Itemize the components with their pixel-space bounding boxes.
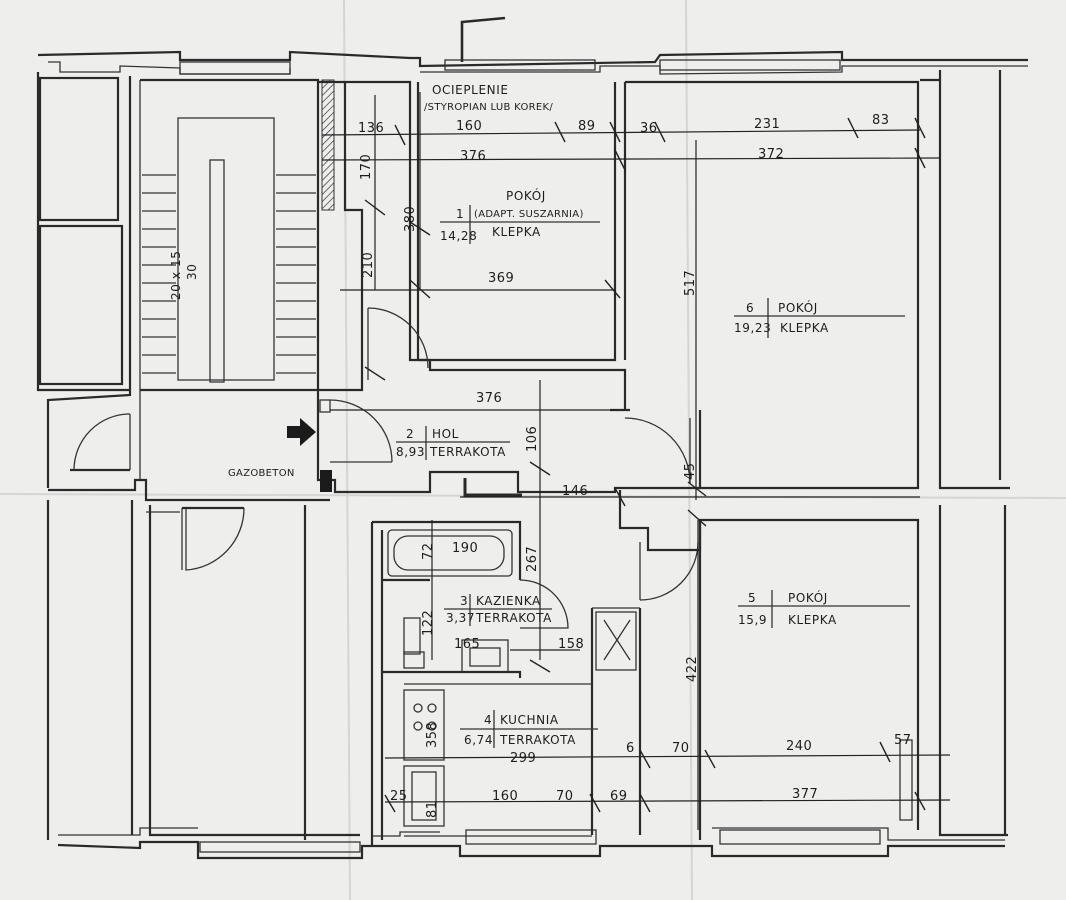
entrance-arrow (287, 418, 316, 446)
svg-text:KAZIENKA: KAZIENKA (476, 594, 541, 608)
svg-text:160: 160 (492, 789, 518, 804)
svg-text:231: 231 (754, 117, 780, 132)
plan-notes: OCIEPLENIE /STYROPIAN LUB KOREK/ GAZOBET… (169, 16, 553, 479)
svg-text:358: 358 (425, 722, 440, 748)
room-1-walls (318, 79, 627, 410)
svg-text:170: 170 (359, 154, 374, 180)
svg-text:377: 377 (792, 787, 818, 802)
svg-text:165: 165 (454, 637, 480, 652)
bathroom-walls (370, 520, 569, 845)
svg-text:15,9: 15,9 (738, 613, 767, 627)
svg-text:70: 70 (556, 789, 574, 804)
svg-text:106: 106 (525, 426, 540, 452)
room-3-label: 3 KAZIENKA 3,37 TERRAKOTA (444, 594, 552, 626)
svg-text:5: 5 (748, 591, 756, 605)
svg-text:2: 2 (406, 427, 414, 441)
svg-text:369: 369 (488, 271, 514, 286)
svg-text:146: 146 (562, 484, 588, 499)
room-5-walls (618, 490, 1008, 840)
svg-text:72: 72 (421, 542, 436, 560)
room-2-label: 2 HOL 8,93 TERRAKOTA (396, 426, 510, 460)
svg-text:TERRAKOTA: TERRAKOTA (499, 733, 576, 747)
svg-text:299: 299 (510, 751, 536, 766)
svg-text:83: 83 (872, 113, 890, 128)
svg-text:122: 122 (421, 610, 436, 636)
svg-text:6,74: 6,74 (464, 733, 493, 747)
neighbour-left-block (36, 72, 360, 840)
gazobeton-label: GAZOBETON (228, 468, 295, 479)
dimension-values: 136 160 89 36 231 83 376 372 170 380 210… (358, 113, 912, 818)
svg-text:19,23: 19,23 (734, 321, 771, 335)
svg-text:240: 240 (786, 739, 812, 754)
svg-text:70: 70 (672, 741, 690, 756)
svg-text:45: 45 (683, 462, 698, 480)
svg-text:6: 6 (626, 741, 635, 756)
svg-text:14,28: 14,28 (440, 229, 477, 243)
stair-dims-label: 20 x 15 (169, 251, 183, 300)
svg-text:267: 267 (525, 546, 540, 572)
hall-walls (287, 399, 700, 497)
svg-text:136: 136 (358, 121, 384, 136)
svg-text:6: 6 (746, 301, 754, 315)
svg-text:(ADAPT. SUSZARNIA): (ADAPT. SUSZARNIA) (474, 209, 584, 220)
entrance-door (70, 413, 131, 472)
svg-text:KUCHNIA: KUCHNIA (500, 713, 559, 727)
insulation-material-label: /STYROPIAN LUB KOREK/ (424, 102, 553, 113)
svg-text:210: 210 (361, 252, 376, 278)
room-6-walls (610, 70, 1010, 490)
bathtub (387, 529, 513, 577)
svg-text:36: 36 (640, 121, 658, 136)
svg-text:160: 160 (456, 119, 482, 134)
svg-text:KLEPKA: KLEPKA (780, 321, 829, 335)
room-1-label: POKÓJ 1 (ADAPT. SUSZARNIA) 14,28 KLEPKA (440, 188, 600, 244)
svg-text:25: 25 (390, 789, 408, 804)
svg-text:158: 158 (558, 637, 584, 652)
svg-text:TERRAKOTA: TERRAKOTA (429, 445, 506, 459)
svg-text:POKÓJ: POKÓJ (778, 300, 818, 315)
svg-text:1: 1 (456, 207, 464, 221)
svg-text:57: 57 (894, 733, 912, 748)
svg-text:422: 422 (685, 656, 700, 682)
svg-text:POKÓJ: POKÓJ (506, 188, 546, 203)
svg-text:8,93: 8,93 (396, 445, 425, 459)
paper-fold-v2 (685, 0, 693, 900)
svg-text:4: 4 (484, 713, 492, 727)
svg-text:KLEPKA: KLEPKA (492, 225, 541, 239)
svg-text:372: 372 (758, 147, 784, 162)
svg-text:69: 69 (610, 789, 628, 804)
room-5-label: 5 POKÓJ 15,9 KLEPKA (738, 590, 910, 628)
svg-text:POKÓJ: POKÓJ (788, 590, 828, 605)
svg-text:KLEPKA: KLEPKA (788, 613, 837, 627)
svg-text:3,37: 3,37 (446, 611, 475, 625)
svg-text:380: 380 (403, 206, 418, 232)
stair-dims-label-2: 30 (185, 264, 199, 280)
svg-text:HOL: HOL (432, 427, 459, 441)
svg-text:376: 376 (460, 149, 486, 164)
svg-text:517: 517 (683, 270, 698, 296)
exterior-walls (37, 50, 1028, 860)
insulation-label: OCIEPLENIE (432, 83, 509, 97)
room-6-label: 6 POKÓJ 19,23 KLEPKA (734, 298, 905, 338)
svg-text:81: 81 (425, 800, 440, 818)
svg-text:TERRAKOTA: TERRAKOTA (475, 611, 552, 625)
svg-text:190: 190 (452, 541, 478, 556)
room-4-label: 4 KUCHNIA 6,74 TERRAKOTA (460, 710, 598, 748)
svg-text:3: 3 (460, 594, 468, 608)
svg-text:89: 89 (578, 119, 596, 134)
dimension-lines (321, 92, 951, 830)
svg-text:376: 376 (476, 391, 502, 406)
